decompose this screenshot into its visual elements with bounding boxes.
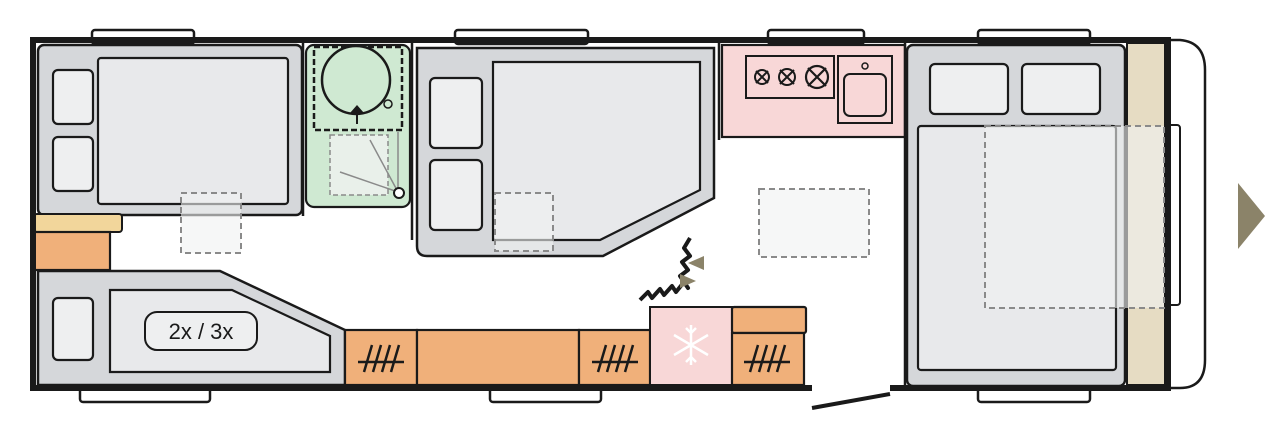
front-pillow-1 — [928, 62, 1010, 116]
bathroom — [304, 43, 412, 209]
cabinet-1-hatch-icon — [358, 344, 404, 373]
cabinet-3-hatch-icon — [592, 344, 638, 373]
rear-left-pillow-2 — [51, 135, 95, 193]
bathroom-door-swing — [339, 132, 399, 193]
front-pillow-2 — [1020, 62, 1102, 116]
roof-hatch-middle — [494, 192, 554, 252]
middle-bed — [415, 46, 716, 258]
fridge-snowflake-icon — [673, 325, 709, 365]
tap-icon — [861, 62, 869, 70]
door-hinge-icon — [393, 187, 405, 199]
sink-icon — [843, 73, 887, 117]
rear-shelf-yellow — [33, 213, 123, 233]
roof-hatch-rear-left — [180, 192, 242, 254]
drain-icon — [383, 99, 393, 109]
cabinet-3 — [577, 328, 652, 387]
bathroom-arrow-icon — [350, 105, 364, 124]
cabinet-4-top — [730, 305, 808, 335]
roof-hatch-front — [984, 125, 1165, 309]
sleeping-capacity-label: 2x / 3x — [169, 319, 234, 344]
lower-left-seat: 2x / 3x — [36, 269, 347, 387]
middle-pillow-1 — [428, 76, 484, 150]
cabinet-2 — [415, 328, 581, 387]
shower-tray — [312, 45, 404, 132]
rear-left-bed — [36, 43, 304, 254]
rear-left-cabinet — [32, 230, 112, 272]
cabinet-1 — [343, 328, 419, 387]
lower-cabinets — [343, 305, 808, 387]
cabinet-4-hatch-icon — [744, 344, 790, 373]
stairs-icon — [638, 236, 704, 302]
cabinet-4 — [730, 331, 806, 387]
interior-wall-kitchen — [717, 43, 907, 386]
stove-panel — [745, 55, 835, 99]
interior-wall-bath — [301, 43, 414, 240]
entry-door-icon — [811, 392, 891, 410]
stairs-arrow-2-icon — [680, 274, 696, 288]
lower-left-pillow — [51, 296, 95, 362]
rear-left-pillow-1 — [51, 68, 95, 126]
rear-left-mattress — [96, 56, 290, 206]
toilet-bowl — [320, 44, 392, 116]
stairs-arrow-1-icon — [688, 256, 704, 270]
roof-hatch-center — [758, 188, 870, 258]
outer-walls — [30, 37, 1171, 391]
middle-pillow-2 — [428, 158, 484, 232]
stove-burner-icon — [754, 64, 830, 90]
outer-wall — [30, 37, 1171, 391]
kitchen — [720, 43, 907, 139]
travel-direction-arrow-icon — [1238, 183, 1265, 249]
front-bed — [905, 43, 1165, 388]
sleeping-label-box — [144, 311, 258, 351]
